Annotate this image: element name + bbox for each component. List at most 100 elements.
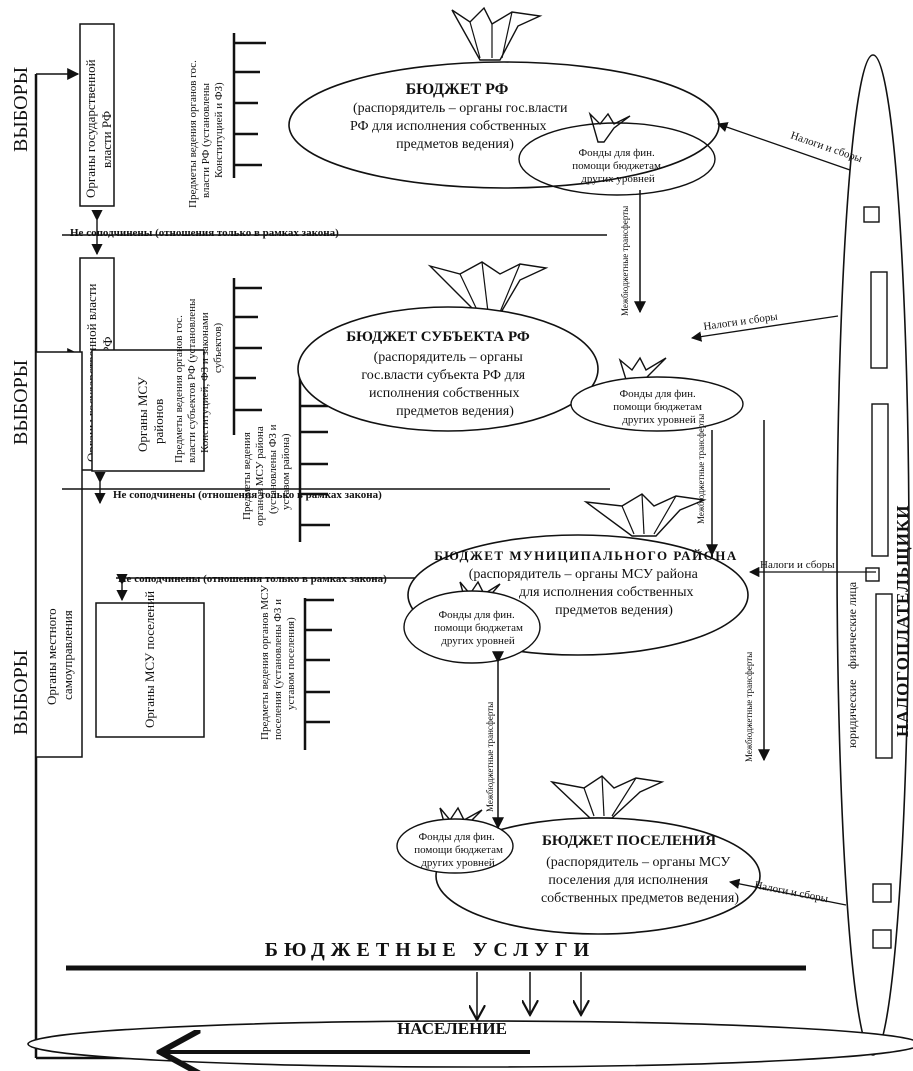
fund-settlement-line1: Фонды для фин. <box>418 831 495 843</box>
legal-entity-icon-1 <box>863 206 880 223</box>
fund-rf-line1: Фонды для фин. <box>578 147 655 159</box>
budget-subject-ellipse <box>297 306 599 432</box>
taxpayers-physical-label: физические лица <box>845 581 859 669</box>
svg-text:Органы государственной в: Органы государственной власти РФ <box>83 56 114 198</box>
fund-district-line1: Фонды для фин. <box>438 609 515 621</box>
jurisdiction-settlement-line1: Предметы ведения органов МСУ <box>259 585 271 740</box>
budget-district-line1: (распорядитель – органы МСУ района <box>469 567 699 582</box>
tax-arrow-subject <box>690 315 839 342</box>
svg-text:Предметы ведения органов МСУ: Предметы ведения органов МСУ поселения (… <box>259 582 297 740</box>
jurisdiction-district-line3: (установлены ФЗ и <box>267 424 279 514</box>
tax-arrow-rf <box>717 122 851 171</box>
budget-settlement-line2: поселения для исполнения <box>548 873 708 888</box>
budget-district-title: БЮДЖЕТ МУНИЦИПАЛЬНОГО РАЙОНА <box>434 548 738 563</box>
authority-rf-line1: Органы государственной <box>83 59 98 198</box>
svg-text:(распорядитель – органы гос.вл: (распорядитель – органы гос.власти РФ дл… <box>350 101 571 152</box>
budget-settlement-line1: (распорядитель – органы МСУ <box>546 855 730 870</box>
svg-text:(распорядитель – органы МСУ ра: (распорядитель – органы МСУ района для и… <box>469 567 702 618</box>
taxpayers-legal-label: юридические <box>845 680 859 748</box>
budget-subject: БЮДЖЕТ СУБЪЕКТА РФ (распорядитель – орга… <box>297 261 744 432</box>
separator-2: Не соподчинены (отношения только в рамка… <box>62 488 610 501</box>
budget-services: БЮДЖЕТНЫЕ УСЛУГИ <box>66 939 806 1020</box>
authority-msu-box: Органы местного самоуправления <box>35 351 83 758</box>
jurisdiction-settlement-line2: поселения (установлены ФЗ и <box>272 599 284 740</box>
elections-label-3: ВЫБОРЫ <box>10 650 32 735</box>
budget-district-bag-icon <box>583 493 707 537</box>
svg-text:Предметы ведения органов: Предметы ведения органов МСУ района (уст… <box>241 422 292 526</box>
population-label: НАСЕЛЕНИЕ <box>397 1019 507 1038</box>
transfer-label-4: Межбюджетные трансферты <box>485 702 495 812</box>
budget-settlement-ellipse <box>435 817 761 935</box>
fund-settlement-line2: помощи бюджетам <box>414 844 503 856</box>
jurisdiction-subject-line1: Предметы ведения органов гос. <box>173 315 185 463</box>
elections-label-2: ВЫБОРЫ <box>10 360 32 445</box>
legal-entity-icon-3 <box>872 883 892 903</box>
budget-rf-bag-icon <box>451 6 543 61</box>
fund-settlement-line3: других уровней <box>421 857 495 869</box>
not-subordinate-label-3: Не соподчинены (отношения только в рамка… <box>118 573 387 585</box>
jurisdiction-settlement-scale: Предметы ведения органов МСУ поселения (… <box>259 582 334 750</box>
budget-district: БЮДЖЕТ МУНИЦИПАЛЬНОГО РАЙОНА (распорядит… <box>403 493 749 664</box>
tax-label-subject: Налоги и сборы <box>703 311 779 333</box>
authority-msu-settlements-box: Органы МСУ поселений <box>95 591 205 738</box>
fund-subject-ellipse <box>570 376 744 432</box>
jurisdiction-rf-line1: Предметы ведения органов гос. <box>187 60 199 208</box>
physical-person-icon-3 <box>875 593 893 759</box>
budget-services-label: БЮДЖЕТНЫЕ УСЛУГИ <box>265 939 595 961</box>
svg-text:Органы местного самоупра: Органы местного самоуправления <box>44 605 75 705</box>
tax-label-settlement: Налоги и сборы <box>753 879 829 905</box>
authority-rf-box: Органы государственной власти РФ <box>79 23 115 207</box>
separator-1: Не соподчинены (отношения только в рамка… <box>62 227 607 239</box>
authority-msu-settlements-label: Органы МСУ поселений <box>142 591 157 728</box>
authority-rf-line2: власти РФ <box>99 111 114 168</box>
jurisdiction-rf-line3: Конституцией и ФЗ) <box>213 82 225 178</box>
jurisdiction-settlement-line3: уставом поселения) <box>285 617 297 710</box>
fund-district-line2: помощи бюджетам <box>434 622 523 634</box>
jurisdiction-subject-line2: власти субъектов РФ (установлены <box>186 298 198 463</box>
budget-settlement: БЮДЖЕТ ПОСЕЛЕНИЯ (распорядитель – органы… <box>396 775 761 935</box>
taxpayers-title: НАЛОГОПЛАТЕЛЬЩИКИ <box>893 505 912 737</box>
budget-district-line2: для исполнения собственных <box>519 585 693 600</box>
jurisdiction-rf-line2: власти РФ (установлены <box>200 82 212 198</box>
fund-rf-ellipse <box>518 122 716 196</box>
fund-subject-line2: помощи бюджетам <box>613 401 702 413</box>
fund-district-ellipse <box>403 590 541 664</box>
not-subordinate-label-2: Не соподчинены (отношения только в рамка… <box>113 489 382 501</box>
physical-person-icon-1 <box>870 271 888 369</box>
transfers: Межбюджетные трансферты Межбюджетные тра… <box>485 190 770 830</box>
jurisdiction-district-scale: Предметы ведения органов МСУ района (уст… <box>241 360 330 542</box>
svg-text:(распорядитель – органы: (распорядитель – органы гос.власти субъе… <box>361 350 528 419</box>
jurisdiction-district-line4: уставом района) <box>280 433 292 510</box>
elections-label-1: ВЫБОРЫ <box>10 67 32 152</box>
svg-text:Фонды для фин. помощи бю: Фонды для фин. помощи бюджетам других ур… <box>434 609 525 647</box>
budget-subject-line1: (распорядитель – органы <box>374 350 524 365</box>
fund-settlement-ellipse <box>396 818 514 874</box>
svg-text:Фонды для фин. помощи бю: Фонды для фин. помощи бюджетам других ур… <box>414 831 505 869</box>
fund-district-line3: других уровней <box>441 635 515 647</box>
fund-rf-line2: помощи бюджетам <box>572 160 661 172</box>
svg-text:(распорядитель – органы МСУ: (распорядитель – органы МСУ поселения дл… <box>541 855 739 906</box>
jurisdiction-district-line2: органов МСУ района <box>254 426 266 526</box>
transfer-label-3: Межбюджетные трансферты <box>744 652 754 762</box>
transfer-label-2: Межбюджетные трансферты <box>696 414 706 524</box>
legal-entity-icon-2 <box>865 567 880 582</box>
fund-subject-line3: других уровней <box>622 414 696 426</box>
taxpayers: юридические физические лица НАЛОГОПЛАТЕЛ… <box>836 54 912 1056</box>
tax-arrow-settlement <box>728 878 847 906</box>
jurisdiction-subject-line4: субъектов) <box>212 322 224 373</box>
population-ellipse <box>27 1020 913 1068</box>
budget-settlement-line3: собственных предметов ведения) <box>541 891 739 906</box>
jurisdiction-rf-scale: Предметы ведения органов гос. власти РФ … <box>187 33 266 208</box>
budget-rf-line1: (распорядитель – органы гос.власти <box>353 101 568 116</box>
authority-msu-line1: Органы местного <box>44 608 59 705</box>
jurisdiction-subject-line3: Конституцией, ФЗ и законами <box>199 312 211 453</box>
fund-rf-bag-icon <box>588 111 631 143</box>
budget-subject-title: БЮДЖЕТ СУБЪЕКТА РФ <box>346 329 530 345</box>
elections-column: ВЫБОРЫ ВЫБОРЫ ВЫБОРЫ <box>10 67 160 1060</box>
budget-settlement-bag-icon <box>549 775 665 819</box>
budget-rf-line2: РФ для исполнения собственных <box>350 119 547 134</box>
authority-msu-districts-box: Органы МСУ районов <box>91 349 205 472</box>
svg-text:Органы МСУ районов: Органы МСУ районов <box>135 374 166 452</box>
physical-person-icon-2 <box>871 403 889 557</box>
